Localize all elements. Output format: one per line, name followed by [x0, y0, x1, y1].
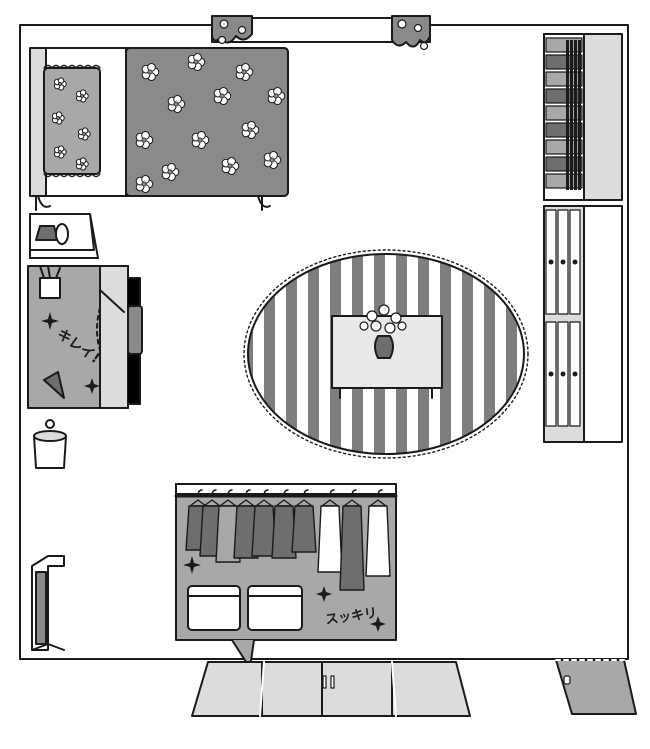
cabinet-drawers — [545, 209, 581, 427]
storage-boxes — [187, 585, 303, 631]
flower-motif — [213, 86, 232, 106]
flower-motif — [75, 157, 89, 171]
flower-motif — [161, 162, 180, 182]
quilt-flower-pattern — [51, 52, 286, 194]
flower-motif — [53, 145, 67, 159]
flower-motif — [75, 89, 89, 103]
flower-motif — [135, 174, 154, 194]
garment-on-hanger — [339, 489, 365, 591]
flower-motif — [221, 156, 240, 176]
trash-bin — [33, 419, 67, 469]
flower-motif — [263, 150, 282, 170]
garment-on-hanger — [291, 489, 317, 553]
garment-on-hanger — [317, 489, 343, 573]
desk-lamp-stand — [43, 371, 65, 399]
hanging-clothes — [185, 489, 391, 591]
flower-motif — [267, 86, 286, 106]
table-lamp — [35, 223, 69, 245]
left-curtain — [211, 15, 253, 45]
closet-caption: スッキリ — [324, 606, 378, 628]
storage-cabinet — [543, 205, 623, 443]
closet-doors — [191, 661, 471, 717]
bookshelf — [543, 33, 623, 201]
flower-motif — [241, 120, 260, 140]
flower-motif — [51, 111, 65, 125]
sparkle-icon — [41, 312, 100, 394]
flower-motif — [77, 127, 91, 141]
pen-cup — [39, 265, 61, 299]
desk: キレイ! — [27, 265, 143, 409]
entrance-door — [555, 659, 637, 715]
bed — [29, 47, 289, 211]
desk-chair — [127, 305, 143, 355]
flower-quilt — [125, 47, 289, 197]
flower-motif — [235, 62, 254, 82]
flower-vase-icon — [359, 304, 407, 359]
right-curtain — [391, 15, 431, 51]
flower-motif — [191, 130, 210, 150]
sparkle-icon — [183, 556, 386, 632]
floor-shelf — [31, 555, 65, 651]
flower-motif — [167, 94, 186, 114]
flower-motif — [187, 52, 206, 72]
flower-motif — [53, 77, 67, 91]
closet-cutaway: スッキリ — [174, 483, 398, 669]
coffee-table — [331, 304, 443, 399]
nightstand-stool — [29, 213, 99, 259]
window-with-curtains — [211, 15, 431, 51]
flower-motif — [141, 62, 160, 82]
garment-on-hanger — [365, 489, 391, 577]
garment-on-hanger — [271, 489, 297, 559]
flower-motif — [135, 130, 154, 150]
book-spines — [545, 37, 583, 190]
